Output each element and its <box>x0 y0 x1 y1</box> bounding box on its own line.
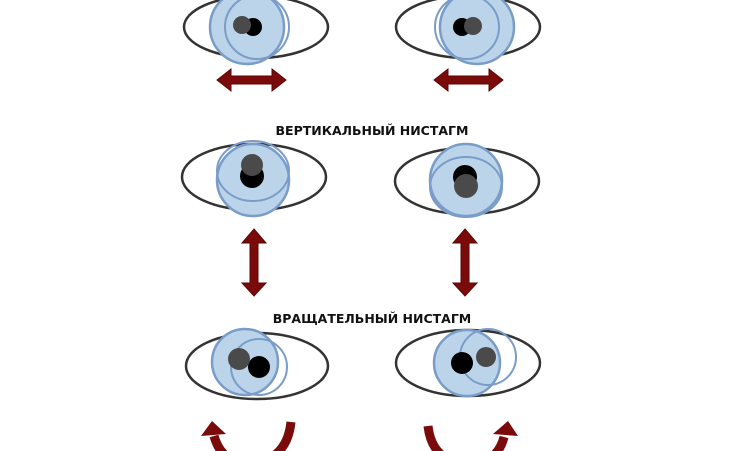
section-label-vertical-nystagmus: ВЕРТИКАЛЬНЫЙ НИСТАГМ <box>275 123 469 138</box>
eye-horizontal-right <box>394 0 542 66</box>
iris-shifted <box>216 140 290 202</box>
iris-shifted <box>230 338 288 396</box>
pupil-gray <box>233 16 251 34</box>
iris-shifted <box>434 0 500 60</box>
eye-horizontal-left <box>182 0 330 66</box>
eye-rotational-right <box>394 328 542 398</box>
double-arrow-vertical-icon <box>240 228 268 297</box>
double-arrow-vertical-icon <box>451 228 479 297</box>
curved-arrow-icon <box>423 421 518 451</box>
pupil-gray <box>454 174 478 198</box>
pupil-dark <box>248 356 270 378</box>
curved-arrow-icon <box>201 421 296 451</box>
pupil-gray <box>464 17 482 35</box>
iris-shifted <box>224 0 290 60</box>
pupil-gray <box>228 348 250 370</box>
eye-vertical-left <box>180 140 328 218</box>
pupil-dark <box>451 352 473 374</box>
eye-rotational-left <box>184 327 330 401</box>
pupil-gray <box>241 154 263 176</box>
double-arrow-horizontal-icon <box>216 67 287 93</box>
section-label-rotational-nystagmus: ВРАЩАТЕЛЬНЫЙ НИСТАГМ <box>272 311 472 326</box>
iris-shifted <box>429 156 503 218</box>
pupil-gray <box>476 347 496 367</box>
double-arrow-horizontal-icon <box>433 67 504 93</box>
eye-vertical-right <box>393 142 541 218</box>
